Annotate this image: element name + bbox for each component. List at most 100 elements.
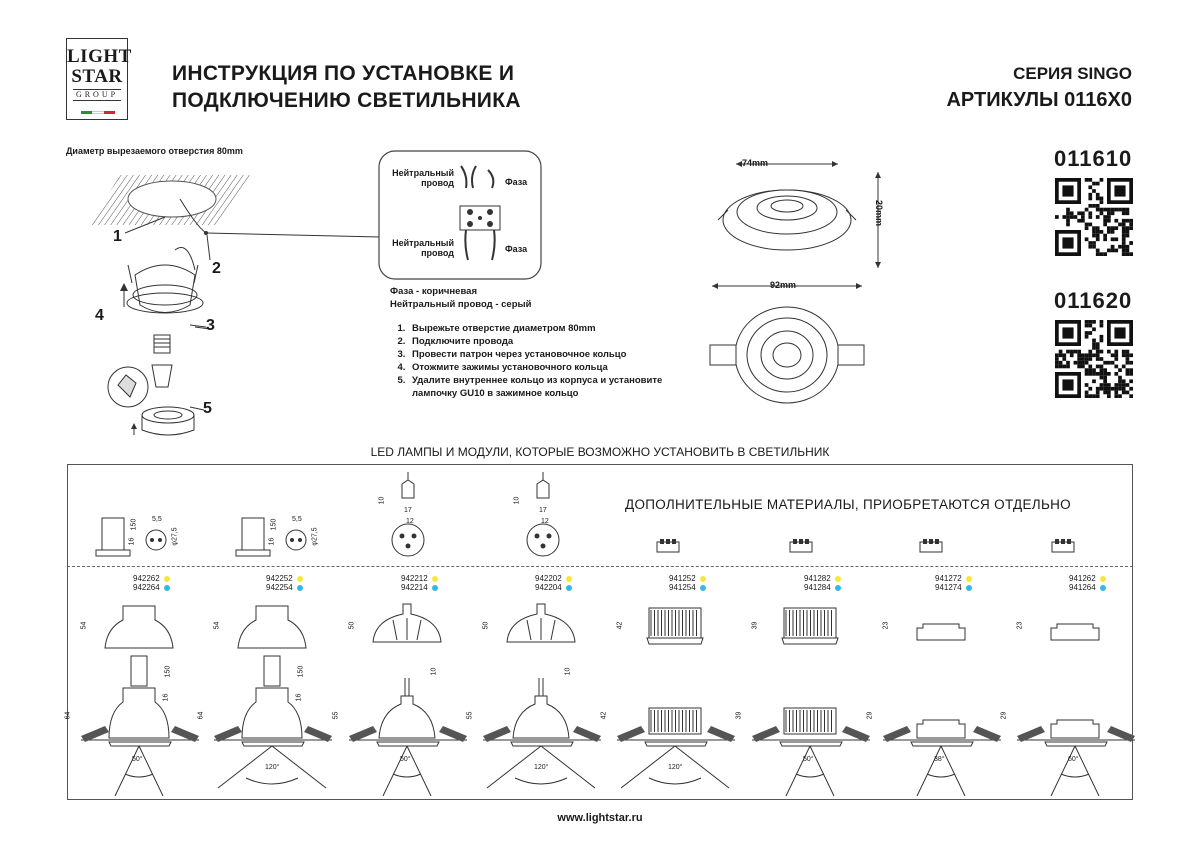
step-2: Подключите провода [408,335,682,348]
title-line2: ПОДКЛЮЧЕНИЮ СВЕТИЛЬНИКА [172,89,521,112]
install-height-label: 39 [735,711,743,720]
lamp-article-cold: 942254 [266,583,303,592]
page-title: ИНСТРУКЦИЯ ПО УСТАНОВКЕ И ПОДКЛЮЧЕНИЮ СВ… [172,60,521,114]
cold-dot-icon [699,584,706,591]
warm-dot-icon [296,575,303,582]
socket-dim-label: 5,5 [292,516,302,523]
callout-2: 2 [212,260,221,277]
lamp-height-label: 50 [348,621,356,630]
article-number: 942204 [535,583,562,592]
warm-dot-icon [834,575,841,582]
lamp-height-label: 50 [482,621,490,630]
step-3: Провести патрон через установочное кольц… [408,348,682,361]
phase-bottom: Фаза [505,244,528,254]
socket-dim-label: 17 [404,507,412,514]
beam-angle-label: 50° [400,756,411,763]
article-number: 942252 [266,574,293,583]
logo-line1: LIGHT [67,46,132,67]
install-height-label: 64 [197,711,205,720]
article-number: 942254 [266,583,293,592]
lamp-height-label: 54 [80,621,88,630]
socket-dim-label: 150 [130,518,138,531]
lamp-article-warm: 942262 [133,574,170,583]
wire-legend: Фаза - коричневая Нейтральный провод - с… [390,285,531,311]
code-011620: 011620 [1054,288,1133,313]
lamp-article-warm: 941272 [935,574,972,583]
socket-depth-label: 16 [162,693,170,702]
article-number: 942214 [401,583,428,592]
cold-dot-icon [965,584,972,591]
cable-length-label: 10 [430,667,438,676]
neutral-wire-top: Нейтральный провод [388,168,454,188]
socket-dim-label: 16 [268,537,276,546]
neutral-top-line1: Нейтральный [392,168,454,178]
title-line1: ИНСТРУКЦИЯ ПО УСТАНОВКЕ И [172,62,515,85]
warm-dot-icon [699,575,706,582]
lamp-height-label: 23 [1016,621,1024,630]
socket-dim-label: 12 [406,518,414,525]
article-number: 941264 [1069,583,1096,592]
warm-dot-icon [431,575,438,582]
qr-code-icon [1055,320,1133,398]
beam-angle-label: 60° [1068,756,1079,763]
step-4: Отожмите зажимы установочного кольца [408,361,682,374]
lamp-height-label: 42 [616,621,624,630]
cold-dot-icon [565,584,572,591]
install-height-label: 55 [466,711,474,720]
lightstar-logo: LIGHT STAR GROUP [66,38,132,120]
socket-dim-label: 17 [539,507,547,514]
lamp-drawing [883,623,1001,797]
terminal-block-icon [656,539,680,553]
website-link[interactable]: www.lightstar.ru [557,812,643,824]
install-height-label: 29 [866,711,874,720]
lamp-drawing [483,603,601,789]
lamp-drawing [617,607,735,789]
terminal-block-icon [919,539,943,553]
step-1: Вырежьте отверстие диаметром 80mm [408,322,682,335]
lamp-article-cold: 942214 [401,583,438,592]
beam-angle-label: 120° [265,764,280,771]
neutral-bottom-line1: Нейтральный [392,238,454,248]
install-height-label: 29 [1000,711,1008,720]
series-name: СЕРИЯ SINGO [1013,64,1132,83]
dim-top-width: 74mm [742,158,769,168]
socket-dim-label: 5,5 [152,516,162,523]
cold-dot-icon [163,584,170,591]
gu10-socket-1 [95,517,167,557]
lamp-drawing [752,607,870,797]
lamp-height-label: 54 [213,621,221,630]
lamp-article-cold: 941274 [935,583,972,592]
socket-drawings [95,472,560,557]
article-number: 941274 [935,583,962,592]
article-number: 941254 [669,583,696,592]
callout-4: 4 [95,307,104,324]
wiring-box [378,150,542,280]
install-height-label: 42 [600,711,608,720]
callout-5: 5 [203,400,212,417]
install-steps: Вырежьте отверстие диаметром 80mm Подклю… [390,322,682,400]
socket-dim-label: 10 [378,496,386,505]
cold-dot-icon [1099,584,1106,591]
terminal-block-icon [1051,539,1075,553]
article-number: 941272 [935,574,962,583]
lamp-article-warm: 942212 [401,574,438,583]
lamp-article-warm: 941262 [1069,574,1106,583]
socket-dim-label: φ27,5 [311,527,319,546]
fixture-dimensions-diagram [709,161,881,404]
cutout-hole [127,180,217,218]
socket-dim-label: 12 [541,518,549,525]
hole-diameter-label: Диаметр вырезаемого отверстия 80mm [66,146,243,156]
install-height-label: 55 [332,711,340,720]
lamp-article-cold: 942204 [535,583,572,592]
warm-dot-icon [163,575,170,582]
beam-angle-label: 120° [534,764,549,771]
italian-flag-icon [81,111,115,114]
mr16-socket-1 [391,472,425,557]
socket-dim-label: φ27,5 [171,527,179,546]
step-5: Удалите внутреннее кольцо из корпуса и у… [408,374,682,400]
